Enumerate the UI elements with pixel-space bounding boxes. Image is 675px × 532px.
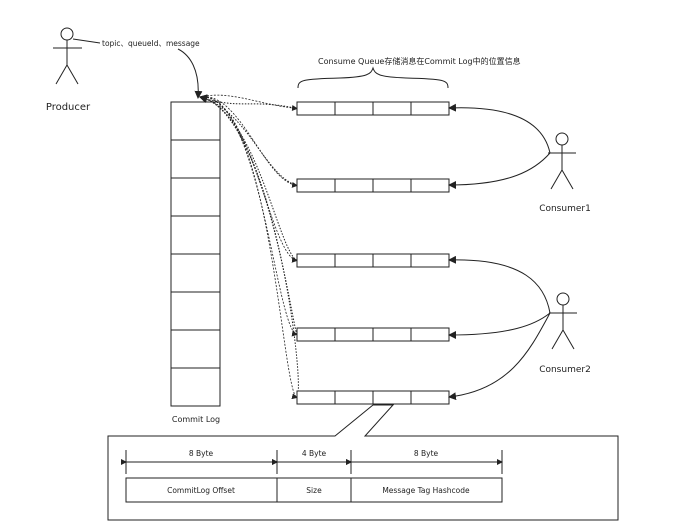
consume-queue-2 [296,178,450,193]
commit-log-cell [170,139,221,179]
size-size-label: 4 Byte [302,449,327,458]
queue-cell [372,178,412,193]
queue-cell [334,253,374,268]
queue-cell [296,327,336,342]
commit-log-cell [170,291,221,331]
message-tag-hashcode-field: Message Tag Hashcode [382,486,470,495]
consumer1-figure-icon [548,132,576,190]
offset-size-label: 8 Byte [189,449,214,458]
commitlog-offset-field: CommitLog Offset [167,486,235,495]
commit-log [170,101,221,407]
producer-message-arrow [72,38,198,98]
producer-label: Producer [46,102,91,113]
queue-cell [296,390,336,405]
consumer2-figure-icon [549,292,577,350]
consumer2-arrow-queue3 [448,255,551,314]
commit-log-cell [170,177,221,217]
producer-figure-icon [53,27,82,85]
consumer1-arrow-queue2 [448,152,551,189]
queue-cell [410,101,450,116]
consumer1-arrow-queue1 [448,103,551,154]
queue-cell [410,178,450,193]
queue-5-offset-pointer [199,94,299,398]
commit-log-cell [170,253,221,293]
size-field: Size [306,486,322,495]
queue-2-dispatch-arrow [199,96,298,188]
queue-cell [296,178,336,193]
queue-cell [372,390,412,405]
queue-3-offset-pointer [199,94,298,261]
queue-cell [372,101,412,116]
consume-queue-5 [296,390,450,405]
consume-queues [296,101,450,405]
queue-cell [410,253,450,268]
producer-message-label: topic、queueId、message [102,39,200,48]
consumer2-arrow-queue5 [448,312,551,401]
entry-size-dimensions [121,450,503,474]
queue-2-offset-pointer [199,94,298,186]
queue-1-dispatch-arrow [199,94,298,111]
queue-cell [334,101,374,116]
commit-log-cell [170,215,221,255]
commit-log-cell [170,367,221,407]
queue-5-dispatch-arrow [199,96,298,400]
commit-log-cell [170,329,221,369]
consume-queue-1 [296,101,450,116]
commit-log-label: Commit Log [172,415,220,424]
queue-pointer-arrows [199,94,299,400]
consumer2-arrow-queue4 [448,312,551,339]
consumer1-label: Consumer1 [539,204,591,214]
consume-queue-brace [297,66,449,89]
queue-1-offset-pointer [199,95,298,109]
queue-cell [372,253,412,268]
hashcode-size-label: 8 Byte [414,449,439,458]
consume-queue-3 [296,253,450,268]
queue-cell [334,390,374,405]
consumer2-label: Consumer2 [539,365,591,375]
entry-field-row [125,477,503,503]
commit-log-cell [170,101,221,141]
queue-cell [372,327,412,342]
queue-cell [410,390,450,405]
queue-cell [296,253,336,268]
queue-cell [334,178,374,193]
queue-cell [296,101,336,116]
consume-queue-label: Consume Queue存储消息在Commit Log中的位置信息 [318,56,521,66]
queue-cell [334,327,374,342]
queue-cell [410,327,450,342]
consume-queue-4 [296,327,450,342]
